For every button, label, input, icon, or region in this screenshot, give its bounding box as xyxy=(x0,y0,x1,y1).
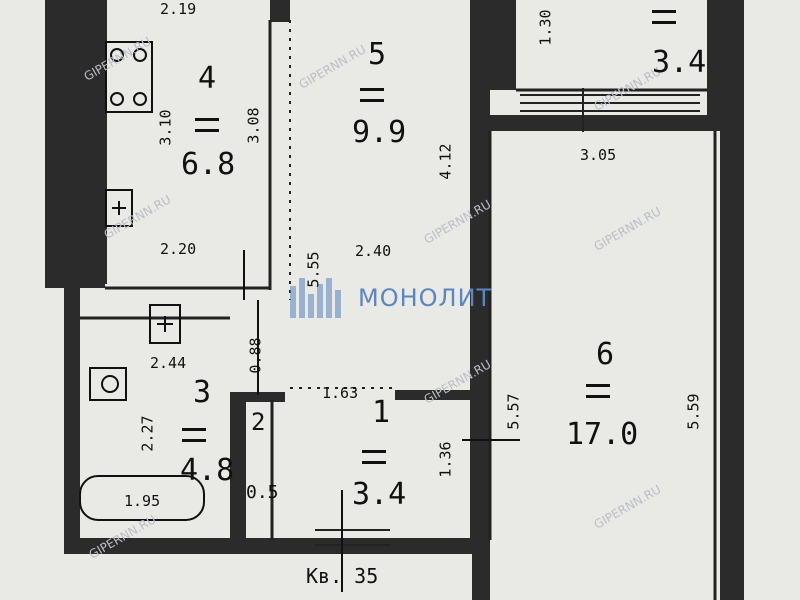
wall-wc-top xyxy=(230,392,285,402)
partitions xyxy=(80,20,717,600)
dimension-label: 5.59 xyxy=(684,393,703,430)
stove-icon xyxy=(105,41,153,113)
room-divider-mark xyxy=(652,10,676,24)
wall-balcony-left xyxy=(490,0,516,90)
room-area: 17.0 xyxy=(566,417,639,452)
stove-burner xyxy=(133,48,147,62)
stove-burner xyxy=(133,92,147,106)
walls xyxy=(45,0,744,600)
wall-middle xyxy=(470,0,490,540)
wall-kitchen-stub xyxy=(270,0,290,22)
dimension-label: 2.19 xyxy=(160,0,197,18)
room-number: 6 xyxy=(596,337,615,372)
bathtub-icon xyxy=(79,475,205,521)
wall-right xyxy=(720,0,744,600)
dimension-label: 2.27 xyxy=(138,415,157,452)
wall-left-upper xyxy=(45,0,107,284)
room-divider-mark xyxy=(360,88,384,102)
openings xyxy=(289,20,395,389)
dimension-label: 3.05 xyxy=(580,146,617,164)
dimension-label: 2.20 xyxy=(160,240,197,258)
room-number: 3 xyxy=(193,375,212,410)
room-number: 5 xyxy=(368,37,387,72)
stove-body xyxy=(105,41,153,113)
wall-wc-left xyxy=(230,392,246,540)
apartment-label: Кв. 35 xyxy=(306,564,379,588)
monolit-logo: МОНОЛИТ xyxy=(288,276,492,320)
dimension-label: 2.40 xyxy=(355,242,392,260)
dimension-label: 4.12 xyxy=(436,143,455,180)
dimension-ticks xyxy=(243,250,520,592)
dimension-label: 3.10 xyxy=(156,109,175,146)
room-divider-mark xyxy=(195,118,219,132)
wall-balcony-right xyxy=(707,0,721,120)
room-divider-mark xyxy=(586,384,610,398)
toilet-icon xyxy=(89,367,127,401)
wall-hall xyxy=(395,390,473,400)
kitchen-sink-icon xyxy=(105,189,133,227)
bath-sink-icon xyxy=(149,304,181,344)
room-area: 3.4 xyxy=(652,45,707,80)
dimension-label: 1.30 xyxy=(536,9,555,46)
logo-bars-icon xyxy=(290,278,341,318)
toilet-bowl xyxy=(101,375,119,393)
dimension-label: 5.57 xyxy=(504,393,523,430)
sink-icons xyxy=(105,189,181,344)
dimension-label: 1.36 xyxy=(436,441,455,478)
windows xyxy=(315,88,700,546)
stove-burner xyxy=(110,48,124,62)
room-divider-mark xyxy=(182,428,206,442)
wall-middle-lower xyxy=(472,540,490,600)
stove-burner xyxy=(110,92,124,106)
room-area: 0.5 xyxy=(246,482,279,503)
wall-bottom xyxy=(64,538,484,554)
dimension-label: 3.08 xyxy=(244,107,263,144)
toilet-tank xyxy=(89,367,127,401)
room-area: 4.8 xyxy=(180,453,235,488)
dimension-label: 2.44 xyxy=(150,354,187,372)
room-area: 9.9 xyxy=(352,115,407,150)
logo-text: МОНОЛИТ xyxy=(358,284,493,312)
room-divider-mark xyxy=(362,450,386,464)
room-number: 2 xyxy=(251,408,266,436)
wall-left-lower xyxy=(64,284,80,554)
dimension-label: 1.95 xyxy=(124,492,161,510)
room-number: 1 xyxy=(372,395,391,430)
room-area: 6.8 xyxy=(181,147,236,182)
room-number: 4 xyxy=(198,61,217,96)
dimension-label: 1.63 xyxy=(322,384,359,402)
dimension-label: 0.88 xyxy=(246,337,265,374)
wall-room6-top xyxy=(490,115,722,131)
dimension-label: 5.55 xyxy=(304,251,323,288)
room-area: 3.4 xyxy=(352,477,407,512)
